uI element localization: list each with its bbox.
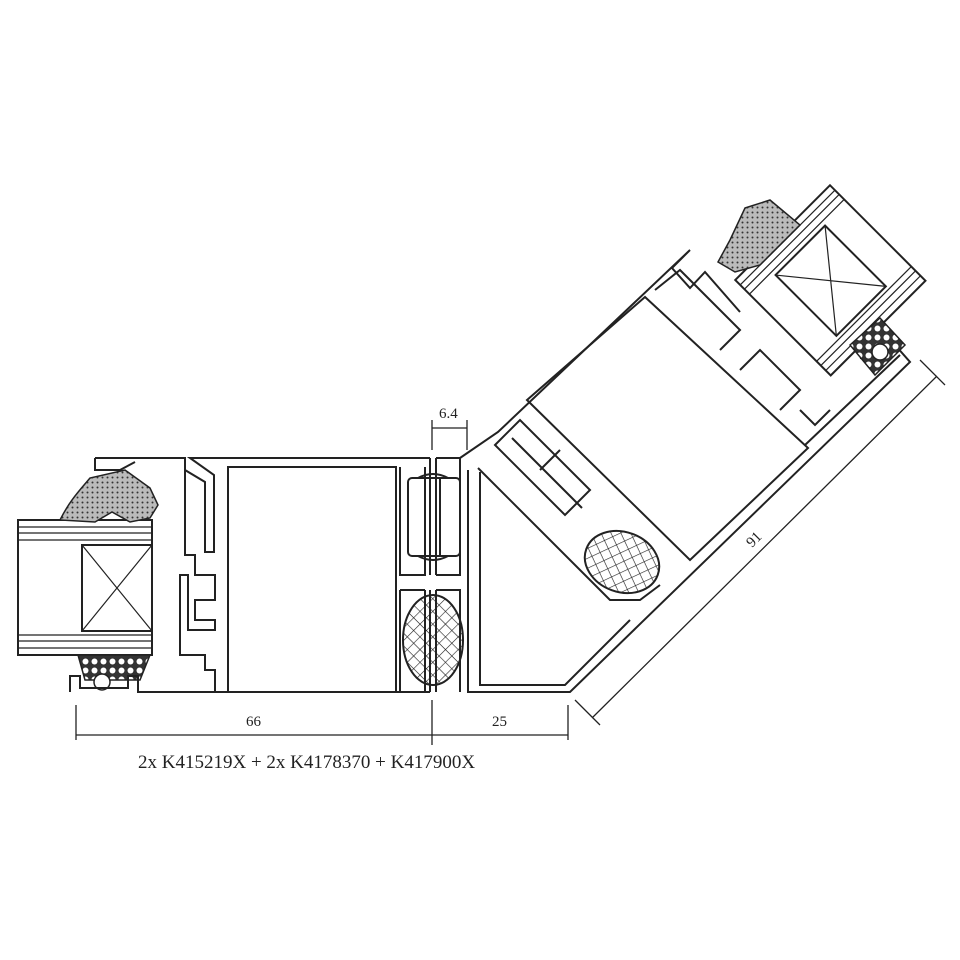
left-bottom-gasket	[77, 654, 152, 681]
left-frame-profile	[69, 457, 461, 693]
dimension-right-label: 25	[492, 714, 507, 730]
parts-caption: 2x K415219X + 2x K4178370 + K417900X	[138, 752, 475, 773]
dimension-left-label: 66	[246, 714, 262, 730]
left-glazing-unit	[17, 519, 153, 656]
dimension-left-width: 66 25	[75, 700, 569, 745]
left-glazing-gasket	[58, 469, 159, 523]
dimension-gap-label: 6.4	[439, 406, 458, 422]
dimension-gap: 6.4	[431, 406, 468, 450]
thermal-break-right	[583, 529, 661, 595]
dimension-angled-label: 91	[744, 529, 766, 551]
thermal-break-left	[402, 594, 464, 686]
right-glazing-gasket	[716, 199, 802, 273]
